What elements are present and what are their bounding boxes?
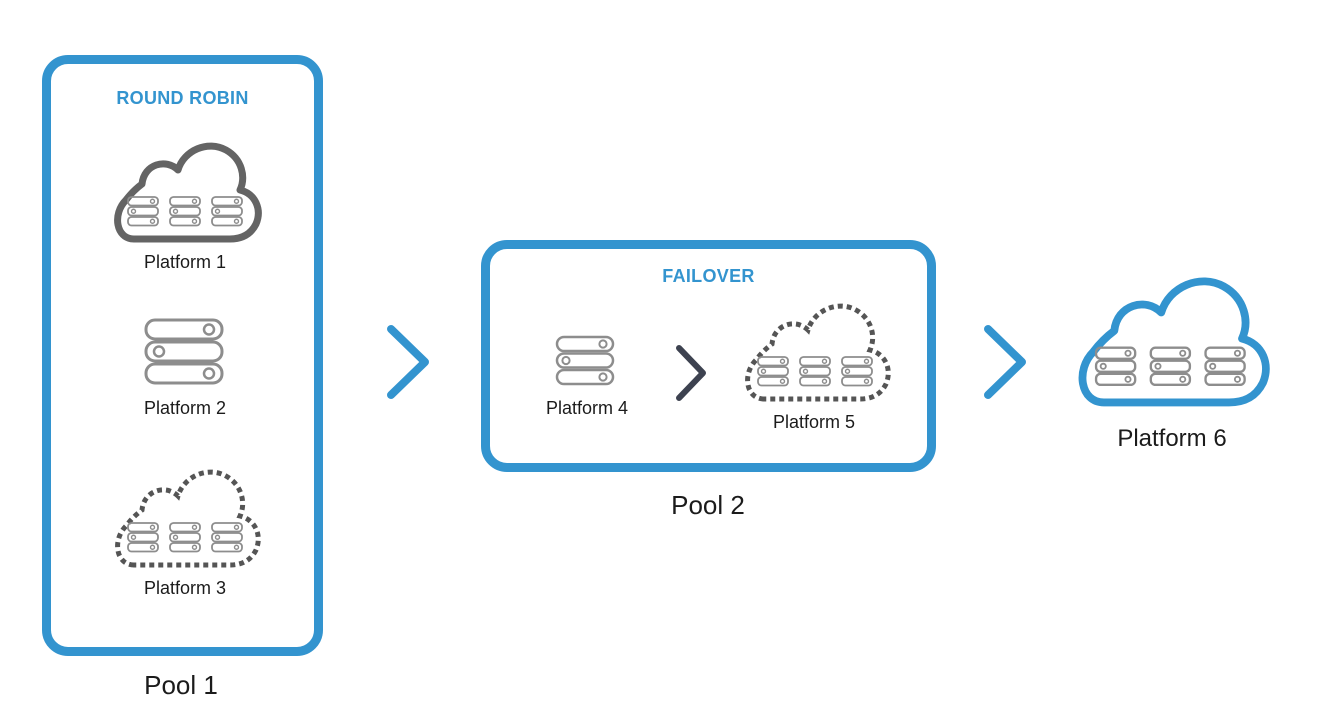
server-stack-icon	[555, 335, 615, 386]
mini-server-icon	[169, 196, 201, 227]
platform-3-label: Platform 3	[143, 578, 227, 598]
mini-server-icon	[799, 356, 831, 387]
mini-server-icon	[211, 522, 243, 553]
pool-2-label: Pool 2	[671, 490, 745, 520]
cloud-servers-solid-icon	[114, 142, 262, 243]
mini-server-icon	[1149, 346, 1192, 387]
chevron-right-icon	[676, 345, 706, 401]
pool-1-box	[42, 55, 323, 656]
mini-server-icon	[841, 356, 873, 387]
platform-1-label: Platform 1	[143, 252, 227, 272]
cloud-servers-blue-icon	[1078, 277, 1270, 407]
pool-1-label: Pool 1	[144, 670, 218, 700]
mini-server-icon	[127, 522, 159, 553]
platform-6-label: Platform 6	[1117, 425, 1227, 452]
platform-4-label: Platform 4	[545, 398, 629, 418]
mini-server-icon	[757, 356, 789, 387]
cloud-servers-dashed-icon	[115, 469, 261, 568]
chevron-right-icon	[387, 325, 429, 399]
platform-2-label: Platform 2	[143, 398, 227, 418]
pool-1-strategy-title: ROUND ROBIN	[116, 88, 249, 108]
mini-server-icon	[1094, 346, 1137, 387]
platform-5-label: Platform 5	[772, 412, 856, 432]
pool-2-strategy-title: FAILOVER	[662, 266, 755, 286]
mini-server-icon	[127, 196, 159, 227]
pool-2-box	[481, 240, 936, 472]
mini-server-icon	[169, 522, 201, 553]
cloud-servers-dashed-icon	[745, 303, 891, 402]
server-stack-icon	[144, 318, 224, 385]
mini-server-icon	[211, 196, 243, 227]
chevron-right-icon	[984, 325, 1026, 399]
mini-server-icon	[1204, 346, 1246, 387]
